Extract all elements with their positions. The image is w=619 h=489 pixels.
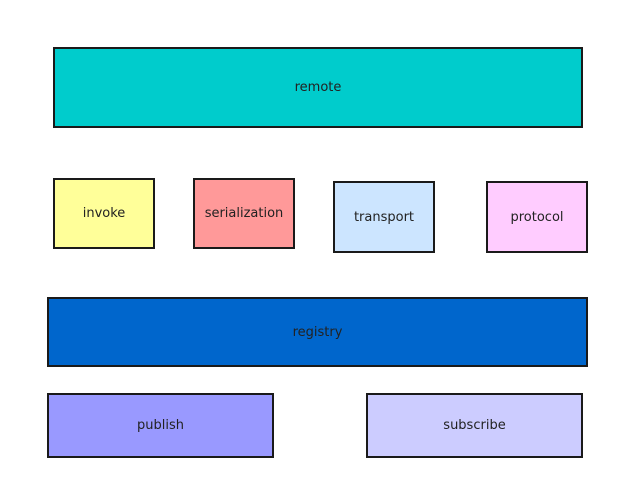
transport-box: transport [333, 181, 435, 253]
registry-box: registry [47, 297, 588, 367]
serialization-label: serialization [204, 206, 284, 221]
publish-box: publish [47, 393, 274, 458]
invoke-label: invoke [82, 206, 126, 221]
registry-label: registry [292, 324, 343, 340]
remote-label: remote [294, 80, 342, 95]
invoke-box: invoke [53, 178, 155, 249]
serialization-box: serialization [193, 178, 295, 249]
remote-box: remote [53, 47, 583, 128]
transport-label: transport [353, 209, 415, 225]
subscribe-box: subscribe [366, 393, 583, 458]
subscribe-label: subscribe [443, 418, 506, 433]
protocol-label: protocol [510, 209, 564, 225]
protocol-box: protocol [486, 181, 588, 253]
publish-label: publish [137, 418, 184, 433]
